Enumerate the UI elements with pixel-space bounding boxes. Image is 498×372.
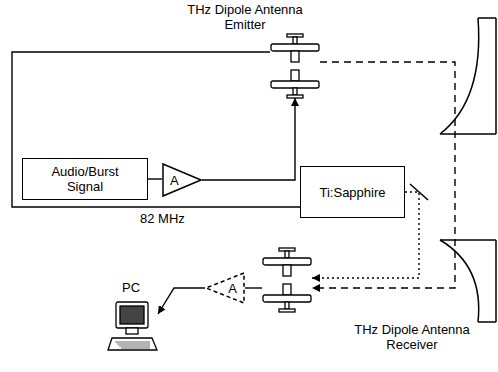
parabolic-mirror: [440, 18, 479, 134]
drive-wire: [202, 98, 295, 180]
beam-splitter: [410, 184, 428, 200]
parabolic-mirror: [440, 240, 479, 322]
emitter-antenna-outline: [270, 34, 320, 98]
computer-icon-outline: [108, 300, 158, 352]
mirror-back: [495, 18, 497, 134]
mirror-back: [478, 321, 496, 323]
part-label: THz Dipole Antenna Emitter: [175, 2, 315, 32]
signal-wire: [245, 287, 262, 288]
amplifier-triangle-outline: [205, 272, 245, 304]
part-label: THz Dipole Antenna Receiver: [342, 322, 482, 352]
signal-wire: [158, 288, 205, 314]
node-text: Ti:Sapphire: [320, 185, 386, 200]
computer-icon: PC: [108, 300, 158, 352]
frequency-label: 82 MHz: [138, 211, 187, 226]
emitter-antenna: THz Dipole Antenna Emitter: [270, 34, 320, 98]
mirror-back: [478, 17, 496, 19]
amplifier-triangle-outline: [162, 163, 202, 197]
node-text: Audio/Burst Signal: [39, 164, 131, 194]
node-text: A: [170, 173, 179, 188]
node-text: A: [228, 281, 237, 296]
mirror-back: [440, 239, 496, 241]
mirror-back: [495, 240, 497, 322]
receiver-antenna-outline: [262, 248, 312, 312]
amplifier-triangle: A: [205, 272, 245, 304]
laser-box: Ti:Sapphire: [300, 166, 405, 218]
signal-source-box: Audio/Burst Signal: [22, 158, 148, 200]
signal-wire: [148, 178, 162, 179]
amplifier-triangle: A: [162, 163, 202, 197]
mirror-back: [440, 133, 496, 135]
receiver-antenna: THz Dipole Antenna Receiver: [262, 248, 312, 312]
part-label: PC: [116, 280, 146, 295]
sync-wire: [12, 52, 300, 207]
